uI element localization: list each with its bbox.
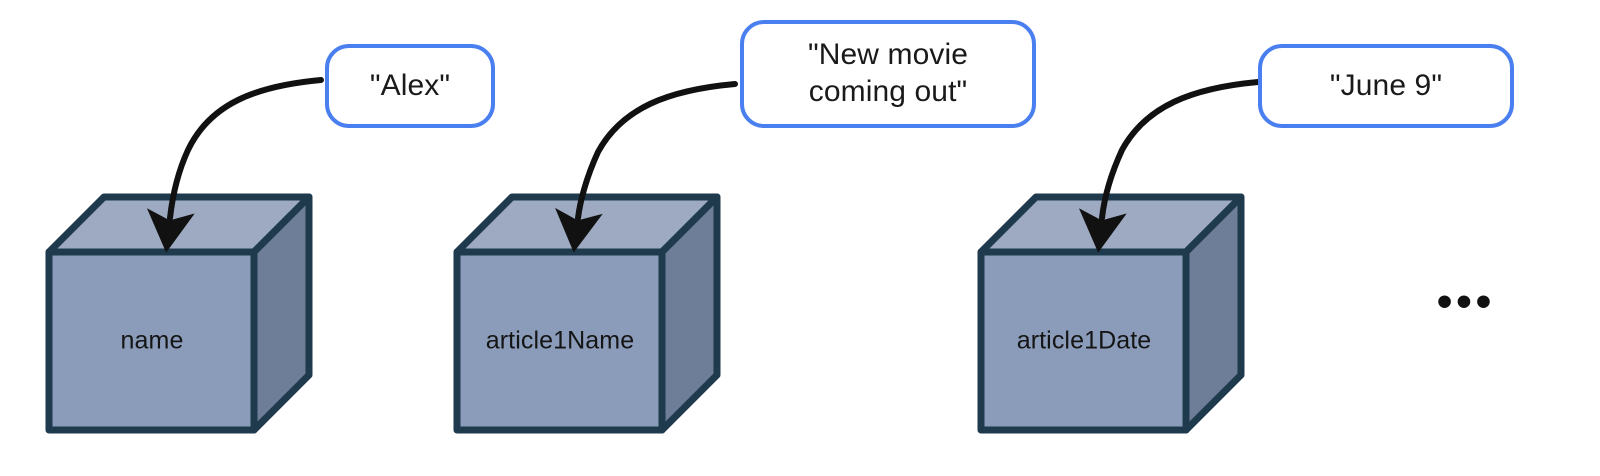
cube-article1name[interactable]: article1Name [451,191,723,439]
cube-article1name-front-face [453,248,666,434]
cube-article1date-shape [977,193,1245,434]
cube-article1name-shape [453,193,721,434]
callout-article1name-value[interactable]: "New movie coming out" [740,20,1036,128]
cube-name-shape [45,193,313,434]
cube-name-front-face [45,248,258,434]
cube-name[interactable]: name [43,191,315,439]
callout-name-value[interactable]: "Alex" [325,44,495,128]
cube-article1date[interactable]: article1Date [975,191,1247,439]
callout-article1date-value-text: "June 9" [1329,68,1443,102]
callout-article1name-value-text: "New movie coming out" [807,38,969,108]
cube-article1date-front-face [977,248,1190,434]
callout-article1date-value[interactable]: "June 9" [1258,44,1514,128]
callout-name-value-text: "Alex" [369,68,451,102]
ellipsis-more-properties: ••• [1436,277,1496,326]
